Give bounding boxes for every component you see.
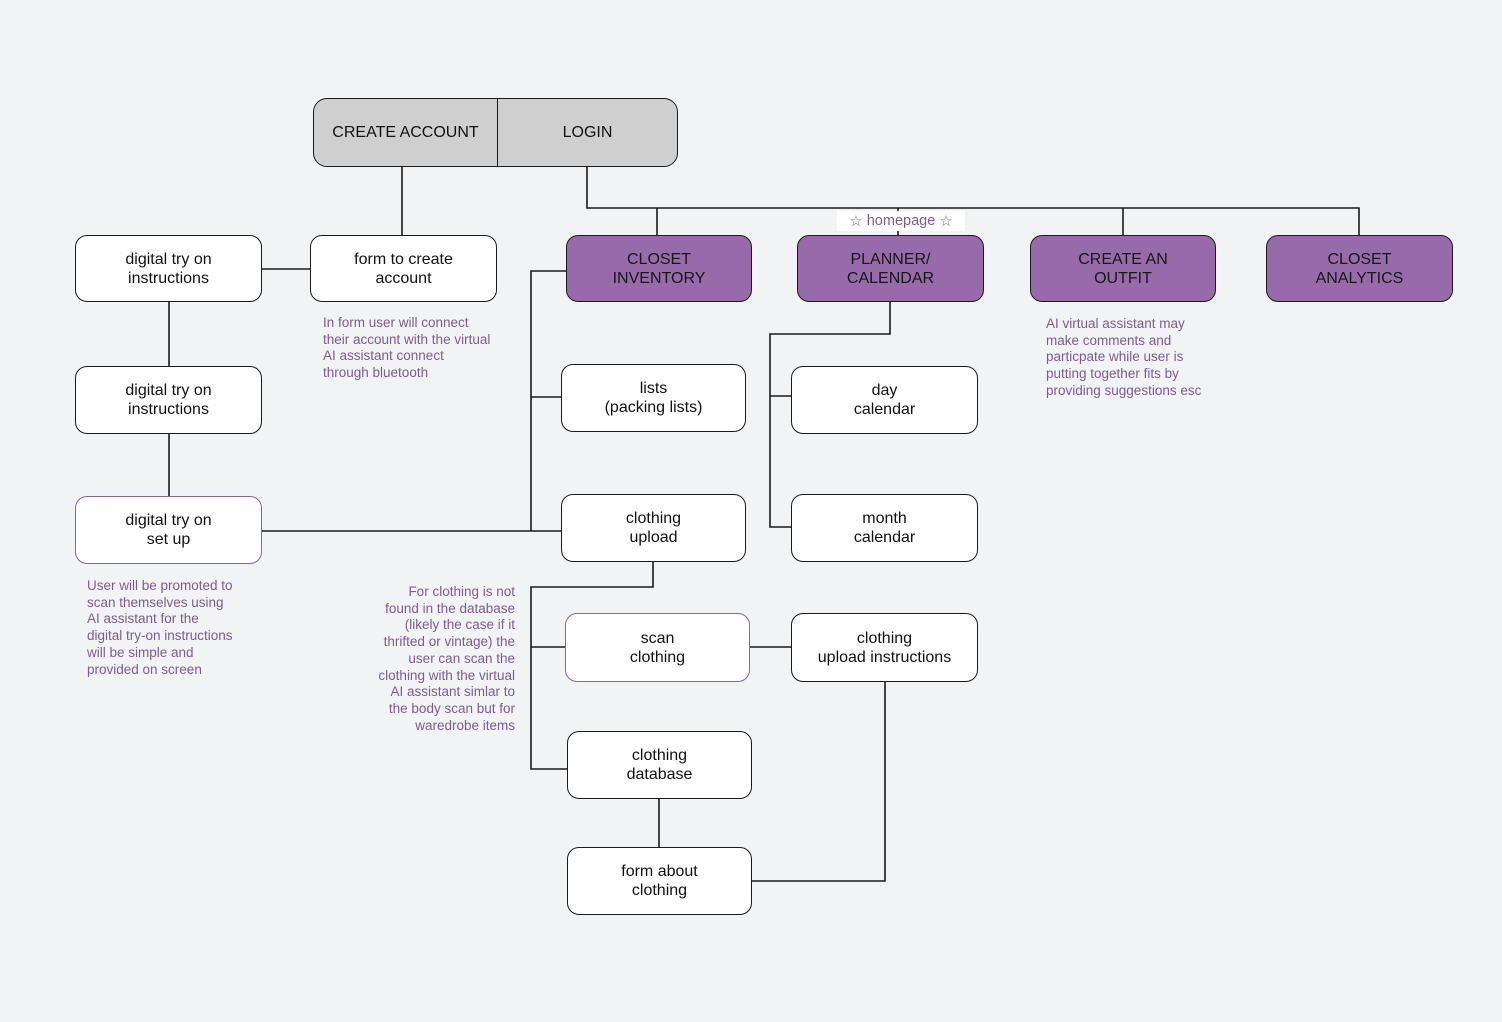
scan-body-note: User will be promoted to scan themselves… [87,578,233,677]
planner-calendar-node[interactable]: PLANNER/ CALENDAR [797,235,984,302]
login-button[interactable]: LOGIN [562,123,613,141]
auth-box: CREATE ACCOUNT LOGIN [313,98,678,167]
try-on-setup-node[interactable]: digital try on set up [75,496,262,564]
month-calendar-node[interactable]: month calendar [791,494,978,562]
homepage-label: ☆ homepage ☆ [837,211,965,231]
create-account-button[interactable]: CREATE ACCOUNT [314,99,498,166]
form-about-clothing-node[interactable]: form about clothing [567,847,752,915]
try-on-instructions-node-2[interactable]: digital try on instructions [75,366,262,434]
clothing-database-node[interactable]: clothing database [567,731,752,799]
lists-node[interactable]: lists (packing lists) [561,364,746,432]
scan-clothing-node[interactable]: scan clothing [565,613,750,682]
clothing-upload-node[interactable]: clothing upload [561,494,746,562]
form-create-account-node[interactable]: form to create account [310,235,497,302]
day-calendar-node[interactable]: day calendar [791,366,978,434]
create-outfit-node[interactable]: CREATE AN OUTFIT [1030,235,1216,302]
star-outline-icon: ☆ [939,212,953,230]
try-on-instructions-node-1[interactable]: digital try on instructions [75,235,262,302]
clothing-upload-instructions-node[interactable]: clothing upload instructions [791,613,978,682]
star-outline-icon: ☆ [849,212,863,230]
form-note: In form user will connect their account … [323,315,491,381]
homepage-text: homepage [866,213,936,229]
closet-inventory-node[interactable]: CLOSET INVENTORY [566,235,752,302]
outfit-note: AI virtual assistant may make comments a… [1046,316,1202,398]
clothing-scan-note: For clothing is not found in the databas… [378,584,515,733]
closet-analytics-node[interactable]: CLOSET ANALYTICS [1266,235,1453,302]
